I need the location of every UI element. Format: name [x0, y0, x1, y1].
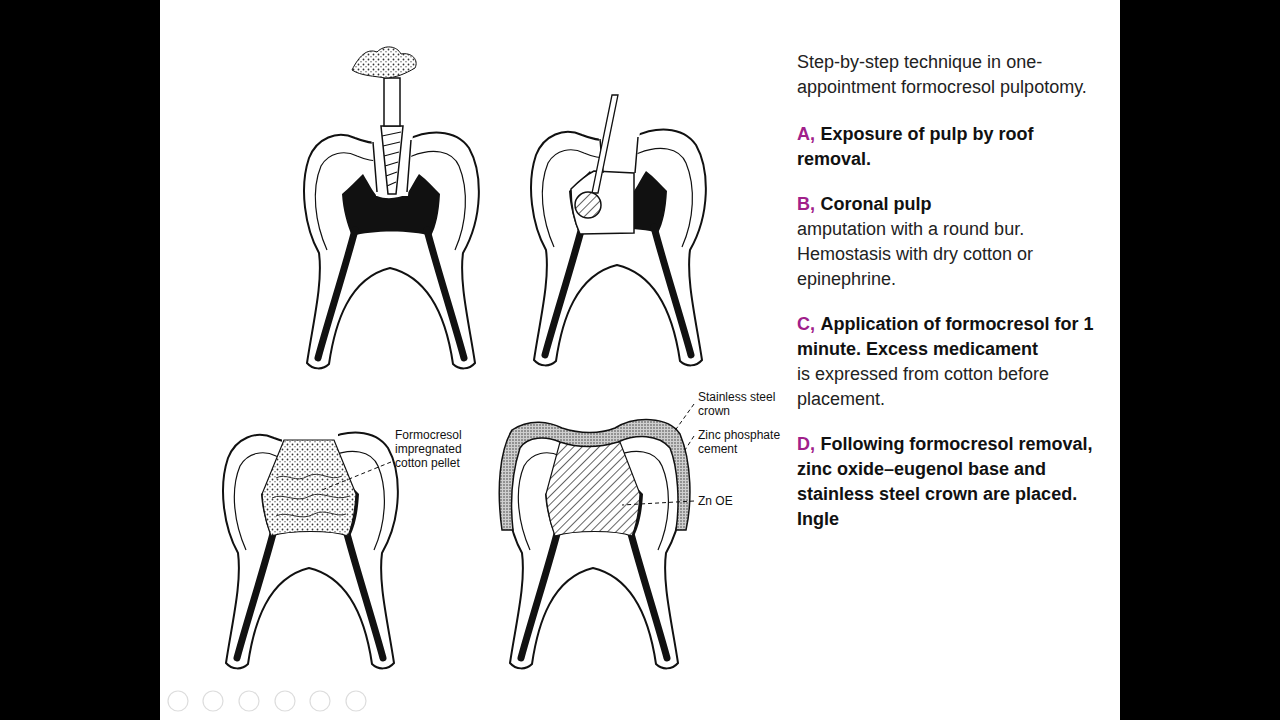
leader-line — [674, 404, 694, 432]
step-paragraph: B,Coronal pulp amputation with a round bu… — [797, 192, 1097, 292]
step-letter: A, — [797, 124, 815, 144]
step-text: Ingle — [797, 507, 1092, 532]
step-letter: D, — [797, 434, 815, 454]
cotton-fibres — [272, 474, 350, 517]
final-restoration — [499, 420, 690, 536]
round-bur — [575, 192, 601, 218]
step-paragraph: A,Exposure of pulp by roof removal. — [797, 122, 1097, 172]
leader-line — [685, 436, 694, 450]
player-controls — [168, 691, 366, 711]
slide-title: Step-by-step technique in one-appointmen… — [797, 50, 1097, 100]
step-text: Following formocresol removal, zinc oxid… — [797, 434, 1092, 504]
step-paragraph: C,Application of formocresol for 1 minut… — [797, 312, 1097, 412]
bur-shank — [592, 95, 618, 193]
tooth-drawing — [531, 130, 706, 366]
callout-label: Zinc phosphate cement — [698, 428, 790, 456]
step-letter: B, — [797, 194, 815, 214]
callout-label: Stainless steel crown — [698, 390, 788, 418]
step-text: Coronal pulp — [820, 194, 931, 214]
leader-line — [322, 462, 391, 490]
step-text: Application of formocresol for 1 minute.… — [797, 314, 1093, 359]
bur-flutes — [382, 132, 401, 186]
tooth-drawing — [507, 433, 682, 669]
step-paragraph: D,Following formocresol removal, zinc ox… — [797, 432, 1097, 532]
step-text: Exposure of pulp by roof removal. — [797, 124, 1033, 169]
slide-background — [160, 0, 1120, 720]
stainless-steel-crown — [499, 420, 690, 530]
text-column: Step-by-step technique in one-appointmen… — [797, 50, 1097, 552]
zoe-base — [546, 442, 640, 536]
pulp-exposure — [352, 47, 416, 196]
formocresol-application — [262, 430, 356, 536]
pulp-amputation — [571, 95, 640, 234]
leader-line — [622, 501, 694, 505]
step-text: amputation with a round bur. Hemostasis … — [797, 217, 1092, 292]
tooth-drawing — [223, 433, 398, 669]
bur-shank — [384, 78, 400, 126]
callout-label: Formocresol impregnated cotton pellet — [395, 428, 477, 470]
amputated-chamber — [571, 171, 634, 234]
tapered-bur — [381, 126, 403, 194]
cotton-pellet — [262, 440, 356, 536]
callout-label: Zn OE — [698, 494, 758, 508]
step-text: is expressed from cotton before placemen… — [797, 362, 1092, 412]
step-letter: C, — [797, 314, 815, 334]
debris-tuft — [352, 47, 416, 78]
